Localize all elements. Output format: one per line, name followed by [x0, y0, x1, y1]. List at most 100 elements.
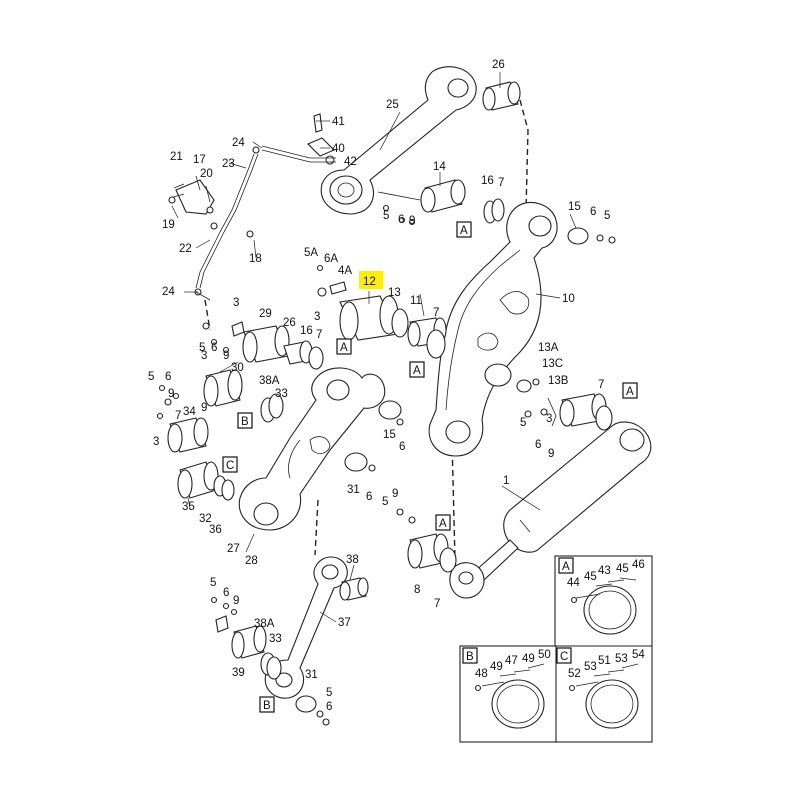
- callout-44: 44: [567, 577, 580, 589]
- detail-views: A 44 45 43 45 46 B 48 49 47 49 50: [459, 555, 653, 743]
- detail-view-B: B 48 49 47 49 50: [462, 647, 551, 729]
- alignment-line: [314, 499, 319, 556]
- svg-text:A: A: [340, 342, 348, 354]
- callout-5: 5: [382, 496, 388, 508]
- callout-34: 34: [183, 406, 196, 418]
- callout-3: 3: [314, 311, 320, 323]
- bolt: [368, 464, 376, 472]
- part-13A-parts: [516, 378, 557, 427]
- callout-10: 10: [562, 293, 575, 305]
- callout-30: 30: [231, 362, 244, 374]
- part-12-pin-assembly: [317, 281, 447, 359]
- svg-text:B: B: [466, 651, 474, 663]
- callout-13C: 13C: [542, 358, 563, 370]
- callout-6: 6: [165, 371, 171, 383]
- callout-19: 19: [162, 219, 175, 231]
- callout-37: 37: [338, 617, 351, 629]
- callout-54: 54: [632, 649, 645, 661]
- callout-49: 49: [522, 653, 535, 665]
- callout-50: 50: [538, 649, 551, 661]
- callout-6: 6: [590, 206, 596, 218]
- part-28-lower-arm: [238, 367, 386, 531]
- callout-7: 7: [434, 598, 440, 610]
- svg-text:A: A: [413, 365, 421, 377]
- callout-49: 49: [490, 661, 503, 673]
- part-15-washer: [378, 400, 402, 420]
- callout-5: 5: [210, 577, 216, 589]
- callout-6: 6: [223, 587, 229, 599]
- callout-3: 3: [201, 350, 207, 362]
- callout-26: 26: [283, 317, 296, 329]
- callout-9: 9: [233, 595, 239, 607]
- callout-32: 32: [199, 513, 212, 525]
- callout-3: 3: [233, 297, 239, 309]
- callout-7: 7: [498, 177, 504, 189]
- ref-box-A: A: [409, 361, 425, 378]
- callout-53: 53: [615, 653, 628, 665]
- callout-5: 5: [326, 687, 332, 699]
- callout-6: 6: [211, 342, 217, 354]
- callout-9: 9: [168, 388, 174, 400]
- callout-35: 35: [182, 501, 195, 513]
- alignment-line: [519, 99, 529, 211]
- part-29-pin-assembly: [202, 321, 324, 370]
- ref-box-A: A: [336, 338, 352, 355]
- detail-view-A: A 44 45 43 45 46: [558, 557, 645, 635]
- callout-9: 9: [409, 215, 415, 227]
- ref-box-A: A: [456, 221, 472, 238]
- callout-6: 6: [366, 491, 372, 503]
- callout-labels: 1 3 3 3 3 3 5 5 5 5 5 5 5 5 5A 6A 4A 6 6…: [148, 59, 610, 713]
- svg-text:A: A: [439, 518, 447, 530]
- callout-5: 5: [520, 417, 526, 429]
- callout-17: 17: [193, 154, 206, 166]
- callout-33: 33: [275, 388, 288, 400]
- alignment-line: [451, 439, 456, 561]
- callout-23: 23: [222, 158, 235, 170]
- callout-3: 3: [546, 413, 552, 425]
- callout-46: 46: [632, 559, 645, 571]
- callout-29: 29: [259, 308, 272, 320]
- callout-12: 12: [363, 276, 376, 288]
- part-40-bracket: [307, 113, 335, 165]
- callout-5: 5: [148, 371, 154, 383]
- callout-24: 24: [232, 137, 245, 149]
- part-16-ring: [483, 198, 505, 224]
- callout-15: 15: [568, 201, 581, 213]
- callout-42: 42: [344, 156, 357, 168]
- callout-39: 39: [232, 667, 245, 679]
- part-34-pin: [164, 398, 209, 453]
- callout-7: 7: [316, 329, 322, 341]
- callout-5: 5: [199, 342, 205, 354]
- callout-33: 33: [269, 633, 282, 645]
- leader-lines: [171, 72, 577, 623]
- ref-box-B: B: [237, 412, 253, 429]
- callout-1: 1: [503, 475, 509, 487]
- part-10-boom-frame: [428, 202, 558, 457]
- callout-9: 9: [548, 448, 554, 460]
- callout-43: 43: [598, 565, 611, 577]
- callout-20: 20: [200, 168, 213, 180]
- ref-box-A: A: [435, 514, 451, 531]
- callout-11: 11: [410, 295, 422, 307]
- callout-27: 27: [227, 543, 240, 555]
- callout-22: 22: [179, 243, 192, 255]
- callout-9: 9: [223, 350, 229, 362]
- reference-boxes: A A A A A B B C: [222, 221, 638, 713]
- callout-38A: 38A: [254, 618, 275, 630]
- part-31-washer: [295, 695, 317, 713]
- callout-53: 53: [584, 661, 597, 673]
- ref-box-C: C: [222, 456, 238, 473]
- svg-text:B: B: [241, 416, 249, 428]
- bolt: [396, 418, 404, 426]
- part-8-pin: [396, 508, 457, 573]
- part-21-bracket: [168, 175, 254, 238]
- callout-6: 6: [398, 214, 404, 226]
- callout-45: 45: [584, 571, 597, 583]
- callout-4A: 4A: [338, 265, 352, 277]
- callout-52: 52: [568, 668, 581, 680]
- callout-13: 13: [388, 287, 401, 299]
- callout-38A: 38A: [259, 375, 280, 387]
- callout-13B: 13B: [548, 375, 569, 387]
- bolt: [322, 718, 330, 726]
